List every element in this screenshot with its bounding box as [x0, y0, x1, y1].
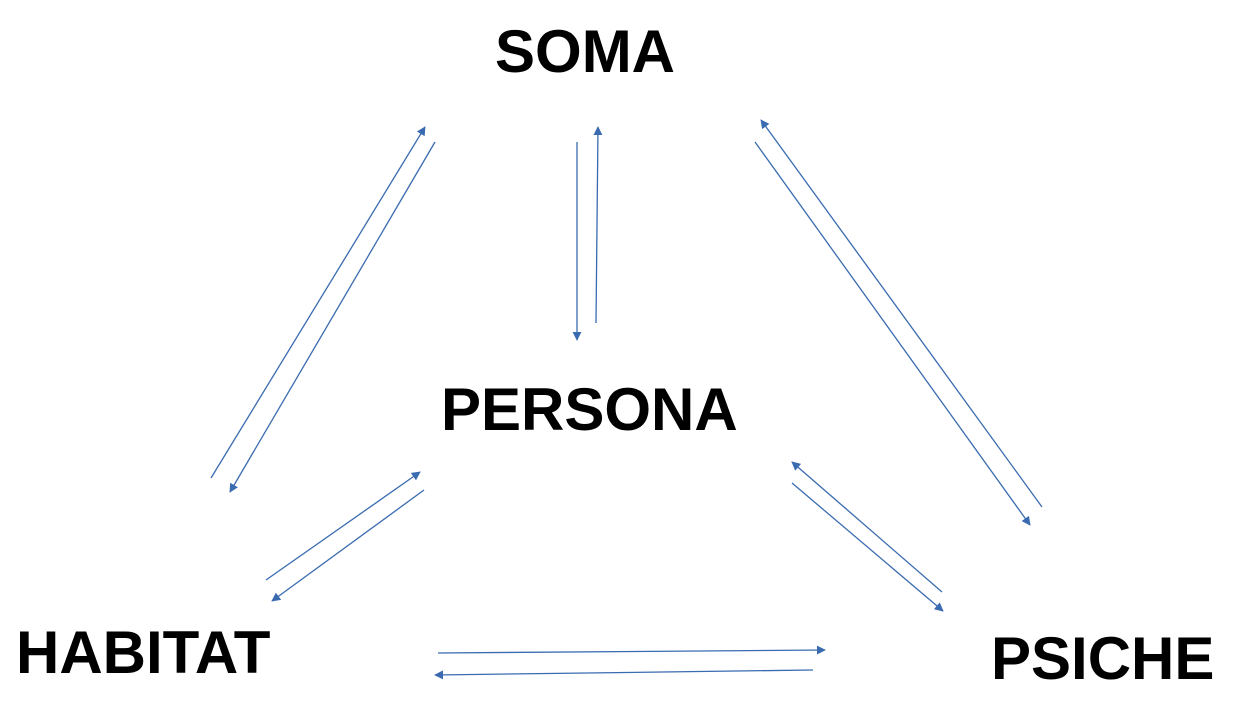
arrow-psiche-to-habitat	[434, 669, 814, 680]
arrow-habitat-to-persona	[265, 471, 421, 581]
node-habitat-label: HABITAT	[16, 619, 271, 686]
arrow-habitat-to-soma	[210, 126, 426, 479]
arrow-persona-to-psiche	[791, 482, 944, 612]
node-persona-label: PERSONA	[441, 376, 738, 443]
arrow-psiche-to-persona	[791, 461, 943, 593]
node-soma-label: SOMA	[495, 18, 675, 85]
node-psiche-label: PSICHE	[991, 625, 1215, 692]
arrow-soma-to-habitat	[229, 141, 436, 493]
arrow-persona-to-habitat	[271, 489, 425, 602]
arrow-persona-to-soma	[593, 126, 603, 324]
arrow-soma-to-psiche	[754, 141, 1031, 526]
arrow-psiche-to-soma	[760, 119, 1043, 508]
arrow-habitat-to-psiche	[437, 645, 826, 655]
